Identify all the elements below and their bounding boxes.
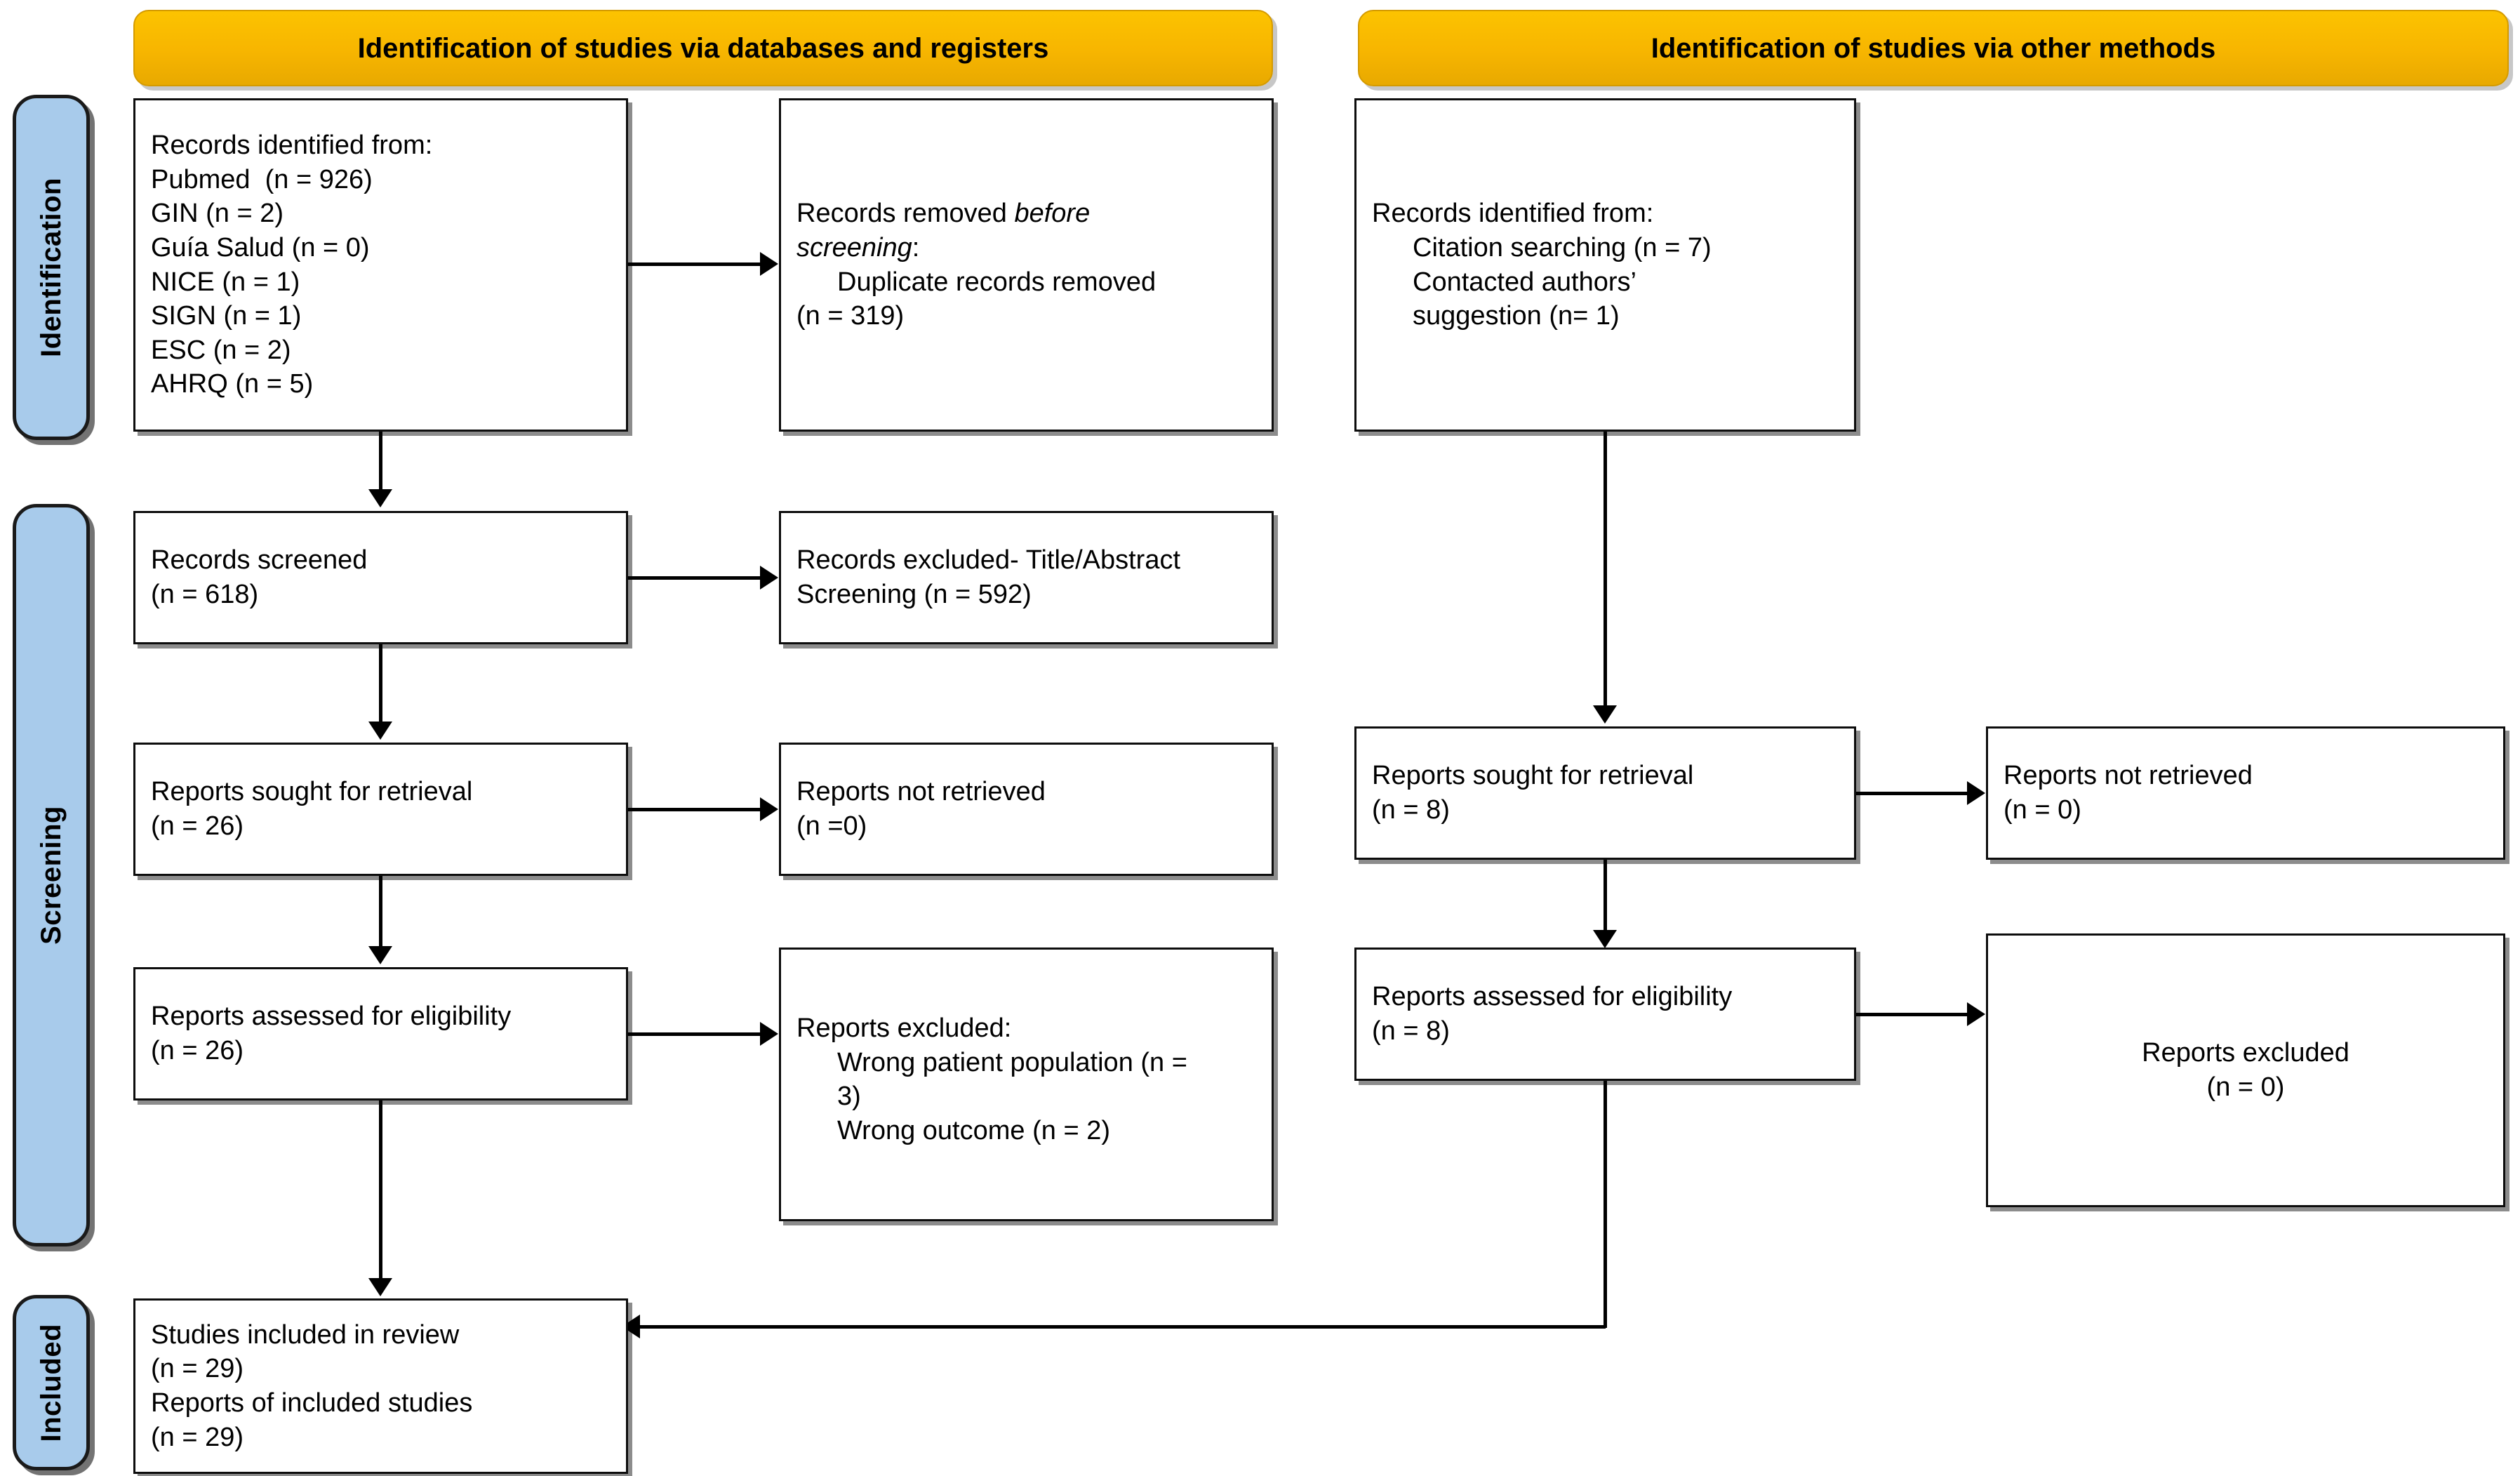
studies-included-line-4: (n = 29) (151, 1422, 244, 1452)
box-reports-not-retrieved-databases: Reports not retrieved (n =0) (779, 743, 1274, 876)
reports-sought-other-line-2: (n = 8) (1372, 795, 1450, 825)
connector-screened-to-excluded (628, 576, 760, 580)
arrowhead-screened-to-sought-db (368, 722, 392, 740)
stage-tab-identification-label: Identification (35, 178, 67, 357)
records-identified-db-line-1: Records identified from: (151, 131, 433, 160)
reports-assessed-other-line-1: Reports assessed for eligibility (1372, 982, 1733, 1012)
arrowhead-assessed-other-to-excluded-other (1967, 1002, 1985, 1026)
records-identified-db-line-4: Guía Salud (n = 0) (151, 232, 370, 262)
records-excluded-line-1: Records excluded- Title/Abstract (796, 545, 1181, 576)
reports-not-retrieved-other-line-1: Reports not retrieved (2004, 761, 2253, 791)
reports-not-retrieved-db-line-2: (n =0) (796, 811, 867, 841)
connector-assessed-other-to-included-vertical (1604, 1081, 1607, 1328)
stage-tab-screening: Screening (13, 504, 90, 1246)
records-identified-db-line-6: SIGN (n = 1) (151, 301, 302, 331)
box-reports-assessed-other: Reports assessed for eligibility (n = 8) (1354, 948, 1856, 1081)
records-removed-line-3: Duplicate records removed (837, 267, 1156, 297)
studies-included-line-2: (n = 29) (151, 1354, 244, 1384)
reports-excluded-db-reason-1: Wrong patient population (n = (837, 1047, 1187, 1077)
stage-tab-screening-label: Screening (35, 806, 67, 945)
stage-tab-included-label: Included (35, 1323, 67, 1442)
studies-included-line-1: Studies included in review (151, 1319, 460, 1350)
reports-sought-db-line-1: Reports sought for retrieval (151, 777, 473, 807)
arrowhead-sought-db-to-assessed-db (368, 946, 392, 964)
banner-other-methods: Identification of studies via other meth… (1358, 10, 2509, 86)
reports-excluded-db-heading: Reports excluded: (796, 1013, 1012, 1043)
arrowhead-assessed-db-to-excluded-db (760, 1022, 778, 1046)
records-screened-line-1: Records screened (151, 545, 368, 576)
reports-excluded-db-reason-3: Wrong outcome (n = 2) (837, 1115, 1110, 1145)
records-removed-text-italic-2: screening (796, 232, 912, 262)
reports-excluded-other-line-1: Reports excluded (2142, 1038, 2349, 1068)
connector-sought-db-to-not-retrieved (628, 808, 760, 811)
connector-sought-other-to-not-retrieved (1856, 792, 1967, 795)
arrowhead-sought-db-to-not-retrieved (760, 797, 778, 821)
box-reports-sought-other: Reports sought for retrieval (n = 8) (1354, 726, 1856, 860)
connector-identified-db-to-screened (379, 432, 382, 489)
banner-databases-registers: Identification of studies via databases … (133, 10, 1273, 86)
records-removed-line-1: Records removed before (796, 197, 1256, 231)
arrowhead-identified-db-to-screened (368, 489, 392, 507)
records-removed-text-plain: Records removed (796, 199, 1015, 229)
records-identified-other-line-4: suggestion (n= 1) (1413, 301, 1620, 331)
arrowhead-sought-other-to-not-retrieved (1967, 781, 1985, 805)
records-excluded-line-2: Screening (n = 592) (796, 580, 1032, 609)
box-reports-sought-databases: Reports sought for retrieval (n = 26) (133, 743, 628, 876)
banner-other-methods-label: Identification of studies via other meth… (1651, 32, 2216, 64)
connector-assessed-other-to-excluded-other (1856, 1013, 1967, 1016)
records-identified-db-line-8: AHRQ (n = 5) (151, 369, 314, 399)
box-records-removed-before-screening: Records removed before screening: Duplic… (779, 98, 1274, 432)
stage-tab-identification: Identification (13, 95, 90, 440)
records-identified-db-line-2: Pubmed (n = 926) (151, 164, 373, 194)
box-reports-not-retrieved-other: Reports not retrieved (n = 0) (1986, 726, 2505, 860)
reports-not-retrieved-other-line-2: (n = 0) (2004, 795, 2081, 825)
reports-sought-db-line-2: (n = 26) (151, 811, 244, 841)
stage-tab-included: Included (13, 1295, 90, 1470)
records-screened-line-2: (n = 618) (151, 580, 259, 609)
connector-identified-db-to-removed (628, 262, 760, 266)
connector-sought-other-to-assessed-other (1604, 860, 1607, 930)
banner-databases-registers-label: Identification of studies via databases … (357, 32, 1049, 64)
box-reports-excluded-other: Reports excluded (n = 0) (1986, 933, 2505, 1207)
reports-assessed-db-line-2: (n = 26) (151, 1036, 244, 1065)
records-identified-other-line-3: Contacted authors’ (1413, 267, 1636, 297)
box-reports-assessed-databases: Reports assessed for eligibility (n = 26… (133, 967, 628, 1101)
arrowhead-sought-other-to-assessed-other (1593, 930, 1617, 948)
reports-not-retrieved-db-line-1: Reports not retrieved (796, 777, 1046, 807)
reports-excluded-db-reason-2: 3) (837, 1082, 861, 1112)
box-records-identified-other: Records identified from: Citation search… (1354, 98, 1856, 432)
arrowhead-assessed-db-to-included (368, 1278, 392, 1296)
connector-assessed-other-to-included-horizontal (640, 1325, 1606, 1329)
connector-sought-db-to-assessed-db (379, 876, 382, 946)
records-identified-other-line-1: Records identified from: (1372, 199, 1654, 229)
records-identified-other-line-2: Citation searching (n = 7) (1413, 232, 1712, 262)
connector-identified-other-to-sought (1604, 432, 1607, 705)
reports-assessed-db-line-1: Reports assessed for eligibility (151, 1002, 512, 1032)
records-identified-db-line-5: NICE (n = 1) (151, 267, 300, 297)
arrowhead-identified-db-to-removed (760, 252, 778, 276)
box-studies-included: Studies included in review (n = 29) Repo… (133, 1298, 628, 1474)
connector-screened-to-sought-db (379, 644, 382, 722)
studies-included-line-3: Reports of included studies (151, 1388, 473, 1418)
reports-sought-other-line-1: Reports sought for retrieval (1372, 761, 1694, 791)
reports-excluded-other-line-2: (n = 0) (2206, 1072, 2285, 1102)
box-records-excluded: Records excluded- Title/Abstract Screeni… (779, 511, 1274, 644)
reports-assessed-other-line-2: (n = 8) (1372, 1016, 1450, 1046)
connector-assessed-db-to-included (379, 1101, 382, 1278)
connector-assessed-db-to-excluded-db (628, 1032, 760, 1036)
records-identified-db-line-3: GIN (n = 2) (151, 199, 284, 229)
records-removed-line-4: (n = 319) (796, 301, 905, 331)
box-records-identified-databases: Records identified from: Pubmed (n = 926… (133, 98, 628, 432)
records-removed-text-italic: before (1014, 199, 1091, 229)
arrowhead-screened-to-excluded (760, 566, 778, 590)
arrowhead-identified-other-to-sought (1593, 705, 1617, 724)
records-removed-line-2: screening: (796, 231, 1256, 265)
box-reports-excluded-databases: Reports excluded: Wrong patient populati… (779, 948, 1274, 1221)
records-identified-db-line-7: ESC (n = 2) (151, 335, 291, 365)
records-removed-text-colon: : (912, 232, 920, 262)
box-records-screened: Records screened (n = 618) (133, 511, 628, 644)
